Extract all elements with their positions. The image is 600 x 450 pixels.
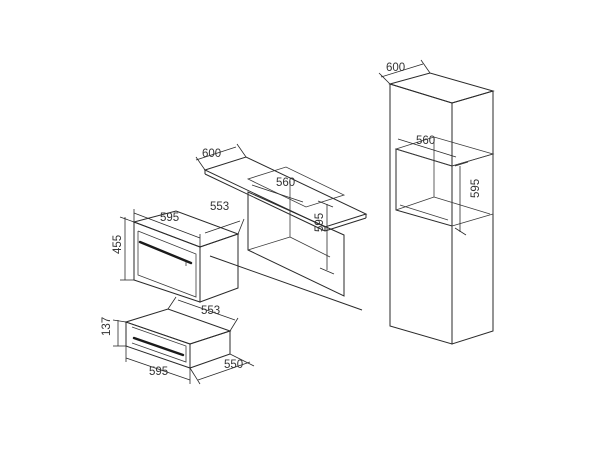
counter-cutout-width-label: 560 <box>276 177 295 189</box>
tall-cutout-height-label: 595 <box>470 179 482 198</box>
drawer-side-depth-label: 550 <box>224 359 243 371</box>
tall-cabinet-dimensions <box>378 59 469 236</box>
drawer-handle <box>132 336 185 357</box>
counter-cutout-height-label: 595 <box>314 213 326 232</box>
counter-depth-label: 600 <box>202 148 221 160</box>
oven-drawing <box>132 210 240 303</box>
drawer-width-label: 595 <box>149 366 168 378</box>
counter-dimensions <box>195 143 335 275</box>
tall-depth-label: 600 <box>386 62 405 74</box>
oven-depth-label: 553 <box>210 201 229 213</box>
oven-dimensions <box>119 209 245 281</box>
counter-drawing <box>203 156 368 311</box>
drawer-drawing <box>124 308 232 369</box>
drawer-depth-label: 553 <box>201 305 220 317</box>
oven-handle <box>138 240 193 265</box>
drawer-dimensions <box>112 296 255 385</box>
oven-height-label: 455 <box>112 235 124 254</box>
drawer-height-label: 137 <box>101 317 113 336</box>
tall-cutout-width-label: 560 <box>416 135 435 147</box>
tall-cabinet-drawing <box>388 72 495 345</box>
oven-width-label: 595 <box>160 212 179 224</box>
